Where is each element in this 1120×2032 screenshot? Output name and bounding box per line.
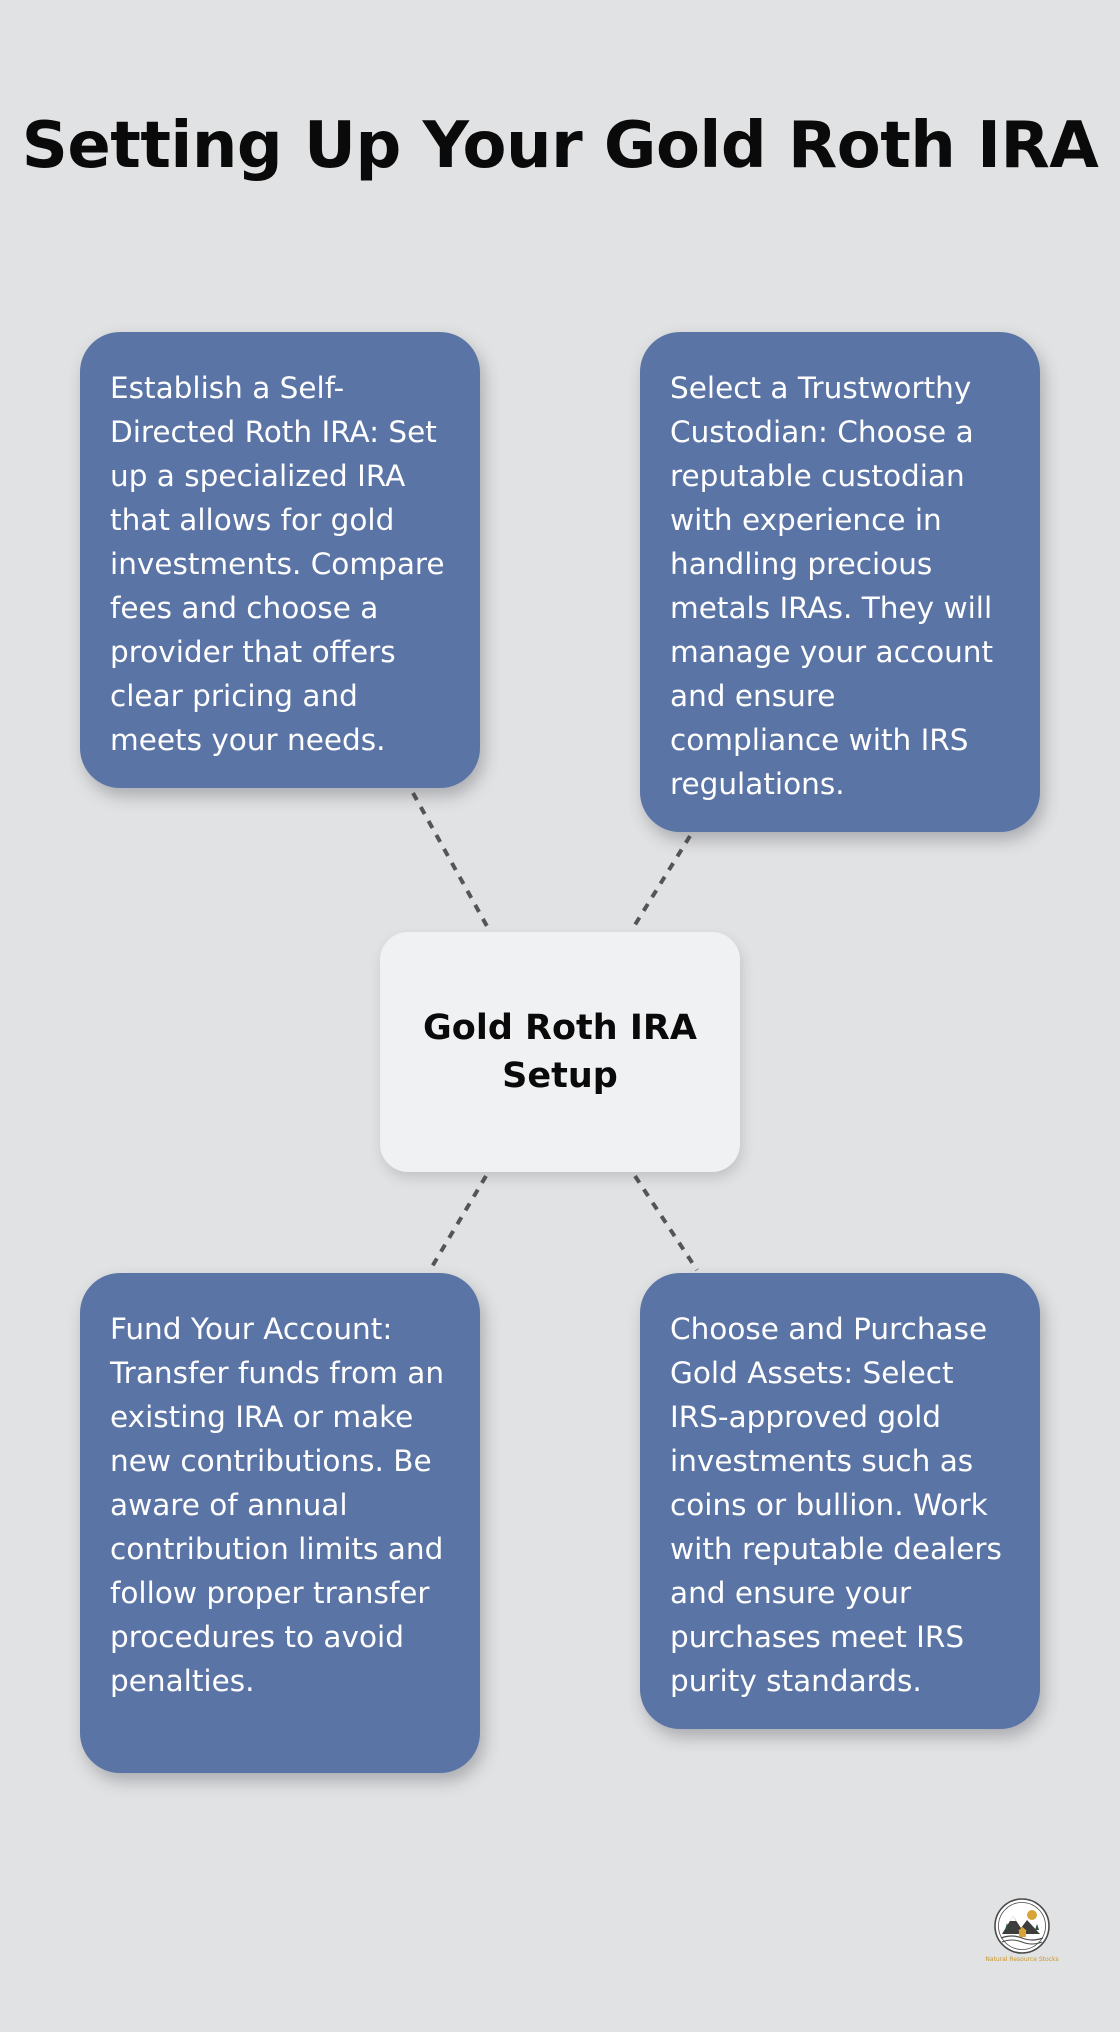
brand-logo: Natural Resource Stocks [978,1896,1066,1968]
logo-text: Natural Resource Stocks [985,1956,1059,1963]
connector-top-left [411,792,490,929]
step-text: Choose and Purchase Gold Assets: Select … [670,1312,1002,1698]
step-text: Establish a Self-Directed Roth IRA: Set … [110,371,445,757]
connector-top-right [631,834,692,930]
connector-bottom-right [633,1174,699,1272]
page-title: Setting Up Your Gold Roth IRA [21,109,1099,183]
center-node: Gold Roth IRA Setup [380,932,740,1172]
center-node-label: Gold Roth IRA Setup [423,1008,697,1096]
mountain-sun-emblem-icon [994,1898,1050,1954]
step-card-establish-ira: Establish a Self-Directed Roth IRA: Set … [80,332,480,788]
connector-bottom-left [428,1174,488,1272]
step-text: Select a Trustworthy Custodian: Choose a… [670,371,994,801]
step-card-select-custodian: Select a Trustworthy Custodian: Choose a… [640,332,1040,832]
step-card-purchase-gold: Choose and Purchase Gold Assets: Select … [640,1273,1040,1729]
step-card-fund-account: Fund Your Account: Transfer funds from a… [80,1273,480,1773]
step-text: Fund Your Account: Transfer funds from a… [110,1312,445,1698]
